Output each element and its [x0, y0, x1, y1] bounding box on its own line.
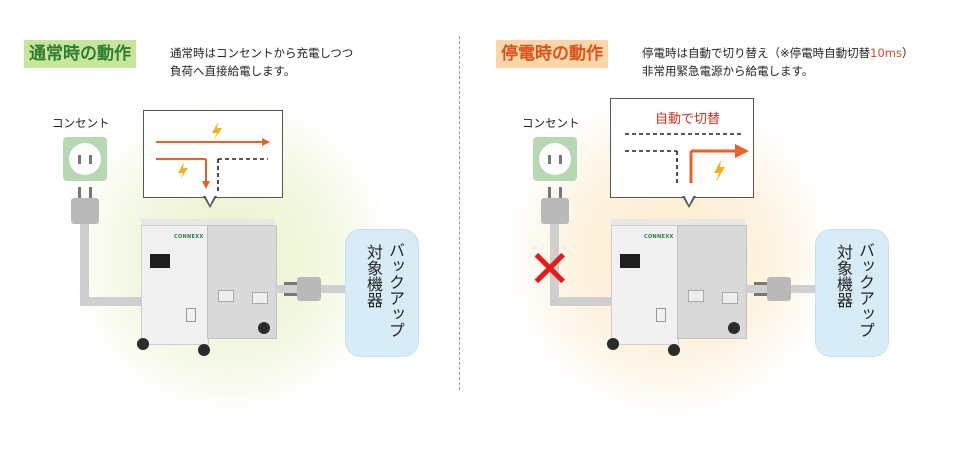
lightning-icon: [178, 162, 188, 180]
plug-prong: [548, 187, 551, 199]
lightning-icon: [714, 160, 725, 182]
switch-time-highlight: 10ms: [870, 46, 902, 60]
lightning-icon: [212, 122, 222, 140]
power-plug-icon: [297, 277, 321, 301]
wheel: [258, 322, 270, 334]
normal-operation-panel: 通常時の動作 通常時はコンセントから充電しつつ 負荷へ直接給電します。 コンセン…: [24, 40, 419, 420]
output-cord: [275, 285, 301, 293]
auto-switch-label: 自動で切替: [655, 112, 721, 127]
power-cord: [80, 297, 144, 306]
output-cord: [791, 285, 817, 293]
ups-device: CONNEXX: [611, 219, 747, 345]
power-plug-icon: [767, 277, 791, 301]
target-label-line2: 対象機器: [364, 244, 383, 308]
power-plug-icon: [541, 198, 569, 224]
ups-device: CONNEXX: [141, 219, 277, 345]
outage-description-line1: 停電時は自動で切り替え（※停電時自動切替10ms）: [642, 46, 914, 60]
target-label-line1: バックアップ: [856, 242, 875, 338]
outlet-label: コンセント: [522, 116, 580, 130]
flow-diagram: [156, 122, 270, 191]
plug-prong: [78, 187, 81, 199]
wheel: [668, 344, 680, 356]
ups-brand-logo: CONNEXX: [174, 234, 204, 240]
target-label-line2: 対象機器: [834, 244, 853, 308]
arrow-right-icon: [262, 138, 270, 146]
wheel: [137, 338, 149, 350]
power-cord: [550, 224, 559, 306]
title-outage-operation: 停電時の動作: [496, 40, 608, 68]
normal-description: 通常時はコンセントから充電しつつ 負荷へ直接給電します。: [170, 44, 353, 80]
ups-display: [620, 254, 640, 268]
plug-prong: [89, 187, 92, 199]
plug-prong: [559, 187, 562, 199]
power-outage-panel: 停電時の動作 停電時は自動で切り替え（※停電時自動切替10ms） 非常用緊急電源…: [480, 0, 960, 460]
outlet-label: コンセント: [52, 116, 110, 130]
arrow-down-icon: [202, 181, 210, 189]
normal-description-line1: 通常時はコンセントから充電しつつ: [170, 46, 354, 60]
callout-bubble: 自動で切替: [610, 98, 754, 198]
wheel: [198, 344, 210, 356]
power-plug-icon: [71, 198, 99, 224]
power-cord: [550, 297, 614, 306]
outlet-icon: [63, 137, 107, 181]
panel-divider: [459, 36, 460, 390]
title-normal-operation: 通常時の動作: [24, 40, 136, 68]
backup-target-device: バックアップ 対象機器: [345, 229, 419, 357]
wheel: [607, 338, 619, 350]
backup-target-device: バックアップ 対象機器: [815, 229, 889, 357]
target-label-line1: バックアップ: [386, 242, 405, 338]
ups-brand-logo: CONNEXX: [644, 234, 674, 240]
callout-bubble: [143, 110, 283, 198]
outage-description-line2: 非常用緊急電源から給電します。: [642, 64, 814, 78]
ups-display: [150, 254, 170, 268]
x-mark-icon: ✕: [528, 240, 572, 300]
output-cord: [745, 285, 771, 293]
normal-description-line2: 負荷へ直接給電します。: [170, 64, 296, 78]
power-cord: [80, 224, 89, 306]
flow-diagram: [625, 133, 749, 183]
output-cord: [321, 285, 347, 293]
outage-description: 停電時は自動で切り替え（※停電時自動切替10ms） 非常用緊急電源から給電します…: [642, 44, 913, 80]
arrow-right-icon: [735, 144, 749, 158]
outlet-icon: [533, 137, 577, 181]
wheel: [728, 322, 740, 334]
